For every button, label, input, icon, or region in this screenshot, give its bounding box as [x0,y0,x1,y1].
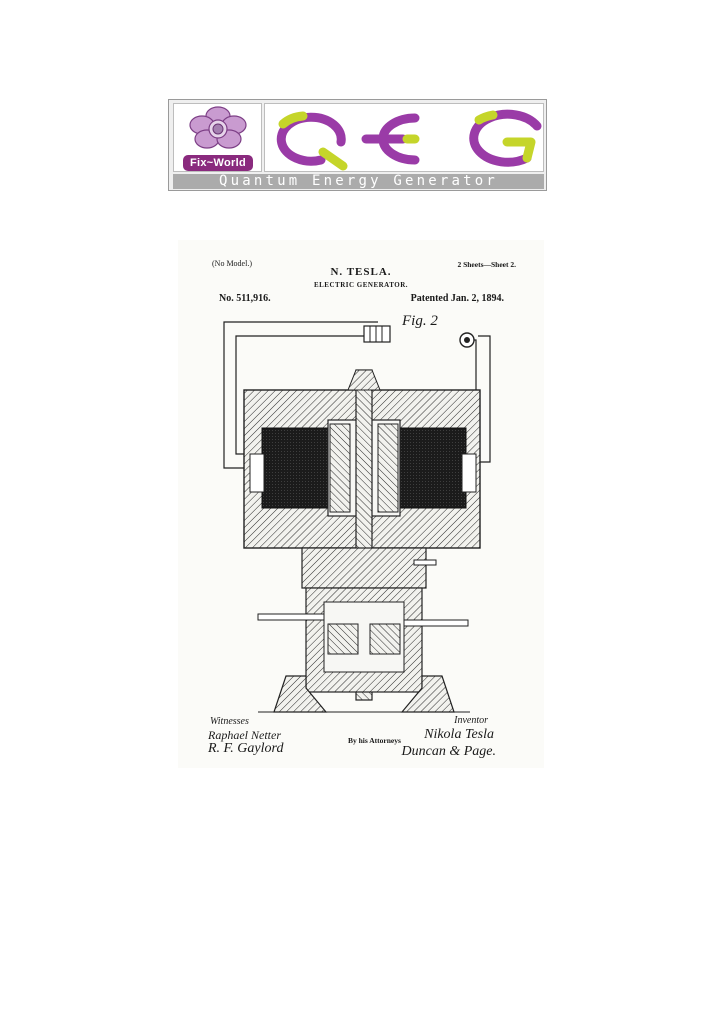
lower-housing [301,547,427,589]
witnesses-label: Witnesses [210,716,249,727]
witness-signature-2: R. F. Gaylord [208,741,284,756]
patent-sheet: (No Model.) 2 Sheets—Sheet 2. N. TESLA. … [178,240,544,768]
coil-left [261,427,329,509]
commutator-icon [363,325,391,343]
qeg-logo-icon [276,109,542,171]
inventor-signature: Nikola Tesla [424,727,494,742]
flower-icon [189,106,247,149]
figure-label: Fig. 2 [402,313,438,329]
patent-number: No. 511,916. [219,293,271,304]
inventor-label: Inventor [454,715,488,726]
fix-world-logo: Fix~World [173,103,262,172]
invention-title: ELECTRIC GENERATOR. [313,281,409,289]
lamp-icon [459,332,475,348]
right-rod [403,619,469,627]
witness-signature-1: Raphael Netter [208,728,281,742]
model-note: (No Model.) [212,259,252,268]
brand-label: Fix~World [183,155,253,171]
sheet-note: 2 Sheets—Sheet 2. [457,260,516,269]
patent-date: Patented Jan. 2, 1894. [410,293,504,304]
qeg-letters [264,103,544,172]
coil-right [399,427,467,509]
left-rod [257,613,325,621]
attorneys-label: By his Attorneys [348,736,401,745]
attorneys-signature: Duncan & Page. [401,744,496,759]
inventor-heading: N. TESLA. [330,266,392,278]
generator-drawing [223,321,491,713]
qeg-banner: Fix~World Quantum Energy Generator [168,99,547,191]
banner-tagline: Quantum Energy Generator [173,174,544,189]
